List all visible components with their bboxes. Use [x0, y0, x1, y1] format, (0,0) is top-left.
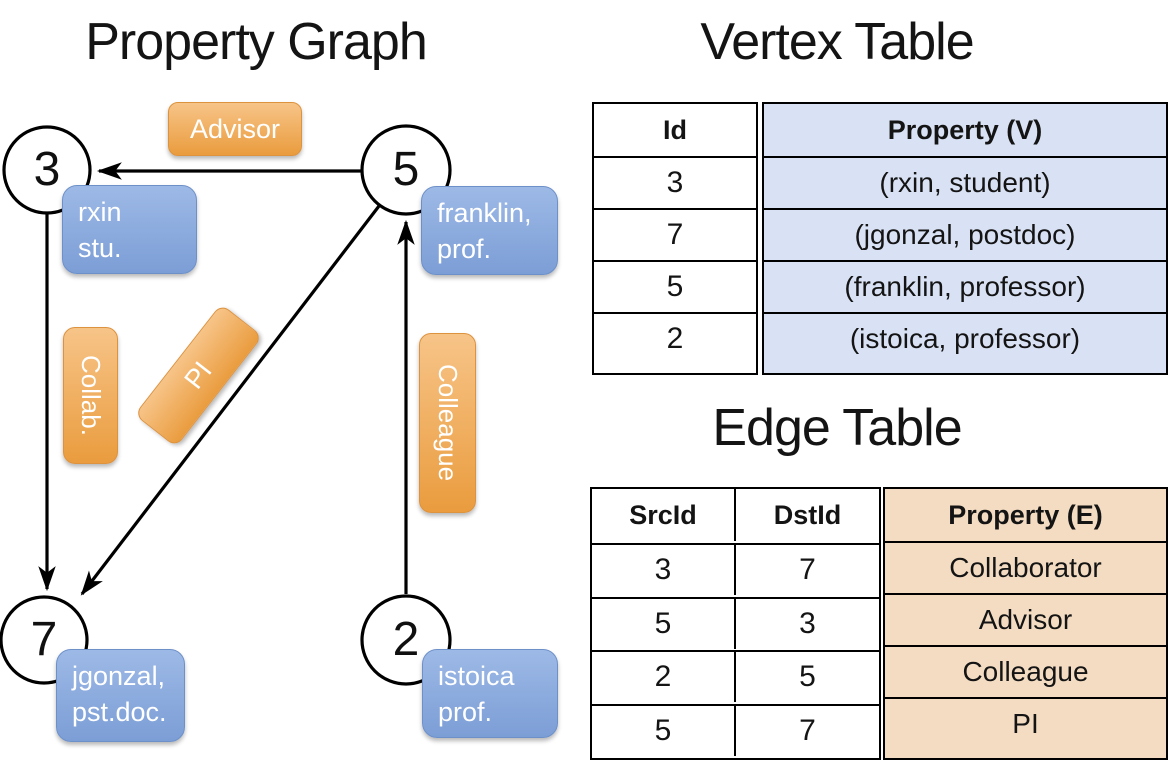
edge-table-id-columns: SrcId DstId 3 7 5 3 2 5 5 7: [590, 487, 881, 760]
vertex-table-property-column: Property (V) (rxin, student) (jgonzal, p…: [762, 102, 1168, 375]
edge-label-advisor: Advisor: [168, 102, 302, 156]
vertex-property-box-franklin: franklin, prof.: [421, 186, 558, 275]
table-cell: 2: [594, 312, 756, 364]
table-cell: 5: [594, 260, 756, 312]
vertex-table-header-id: Id: [663, 114, 687, 145]
table-cell: 5: [592, 704, 734, 756]
edge-table-header-dstid: DstId: [734, 489, 879, 541]
table-cell: 5: [592, 596, 734, 649]
table-cell: 2: [592, 650, 734, 702]
table-cell: Colleague: [885, 645, 1166, 697]
table-cell: (jgonzal, postdoc): [764, 208, 1166, 260]
node-7-id: 7: [30, 613, 58, 666]
table-cell: 3: [592, 542, 734, 595]
table-cell: (istoica, professor): [764, 312, 1166, 364]
edge-table-header-srcid: SrcId: [629, 499, 697, 530]
edge-table-header-property: Property (E): [948, 499, 1103, 530]
vertex-table-title: Vertex Table: [700, 13, 974, 71]
edge-table-property-column: Property (E) Collaborator Advisor Collea…: [883, 487, 1168, 760]
table-cell: PI: [885, 697, 1166, 749]
vertex-property-box-rxin: rxin stu.: [62, 185, 197, 274]
property-graph-title: Property Graph: [85, 13, 428, 71]
node-5-id: 5: [392, 143, 420, 196]
table-cell: Collaborator: [885, 541, 1166, 593]
vertex-table-id-column: Id 3 7 5 2: [592, 102, 758, 375]
table-cell: 3: [594, 156, 756, 208]
node-2-id: 2: [392, 613, 420, 666]
vertex-property-box-jgonzal: jgonzal, pst.doc.: [56, 649, 185, 742]
table-cell: (rxin, student): [764, 156, 1166, 208]
edge-label-colleague: Colleague: [419, 333, 476, 513]
table-cell: 7: [734, 542, 879, 595]
edge-label-collab: Collab.: [63, 327, 118, 464]
table-cell: (franklin, professor): [764, 260, 1166, 312]
vertex-property-box-istoica: istoica prof.: [422, 649, 558, 738]
table-cell: 5: [734, 650, 879, 703]
table-cell: Advisor: [885, 593, 1166, 645]
node-3-id: 3: [33, 143, 61, 196]
edge-pi-5-to-7: [80, 205, 381, 596]
table-cell: 7: [734, 704, 879, 757]
edge-table-title: Edge Table: [712, 399, 962, 457]
vertex-table-header-property: Property (V): [887, 114, 1043, 145]
table-cell: 3: [734, 596, 879, 649]
table-cell: 7: [594, 208, 756, 260]
